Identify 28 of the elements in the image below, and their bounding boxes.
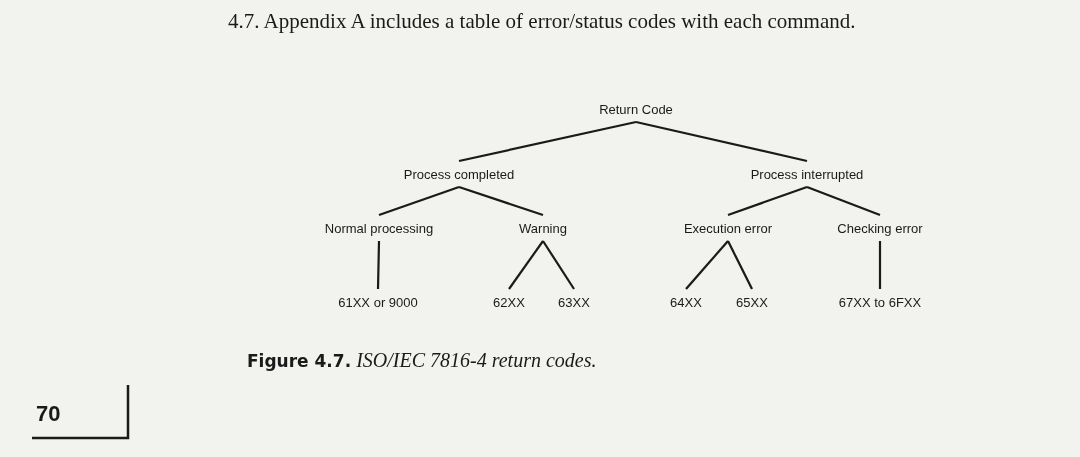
tree-node-label: 63XX bbox=[558, 295, 590, 311]
tree-node-label: Return Code bbox=[599, 102, 673, 118]
tree-node-label: Process interrupted bbox=[750, 167, 864, 183]
tree-node-label: 65XX bbox=[736, 295, 768, 311]
page-number: 70 bbox=[36, 400, 61, 428]
tree-line bbox=[458, 185, 544, 217]
tree-node-label: Process completed bbox=[403, 167, 515, 183]
tree-line bbox=[806, 185, 881, 217]
tree-node-label: Normal processing bbox=[324, 221, 434, 237]
tree-node-label: Checking error bbox=[837, 221, 923, 237]
tree-node-label: 61XX or 9000 bbox=[338, 295, 418, 311]
tree-line bbox=[378, 185, 460, 217]
tree-line bbox=[542, 240, 575, 290]
body-text: 4.7. Appendix A includes a table of error/status codes with each command. bbox=[228, 8, 856, 35]
tree-node-label: 67XX to 6FXX bbox=[838, 295, 922, 311]
tree-line bbox=[685, 240, 729, 290]
tree-line bbox=[635, 120, 808, 163]
tree-node-label: 62XX bbox=[493, 295, 525, 311]
tree-node-label: Warning bbox=[519, 221, 567, 237]
tree-line bbox=[376, 240, 381, 290]
tree-line bbox=[878, 241, 882, 289]
figure-caption: Figure 4.7. ISO/IEC 7816-4 return codes. bbox=[247, 348, 597, 373]
tree-line bbox=[458, 120, 637, 163]
tree-node-label: 64XX bbox=[670, 295, 702, 311]
tree-line bbox=[727, 185, 808, 217]
tree-line bbox=[508, 240, 544, 290]
tree-node-label: Execution error bbox=[683, 221, 773, 237]
tree-line bbox=[727, 240, 753, 290]
